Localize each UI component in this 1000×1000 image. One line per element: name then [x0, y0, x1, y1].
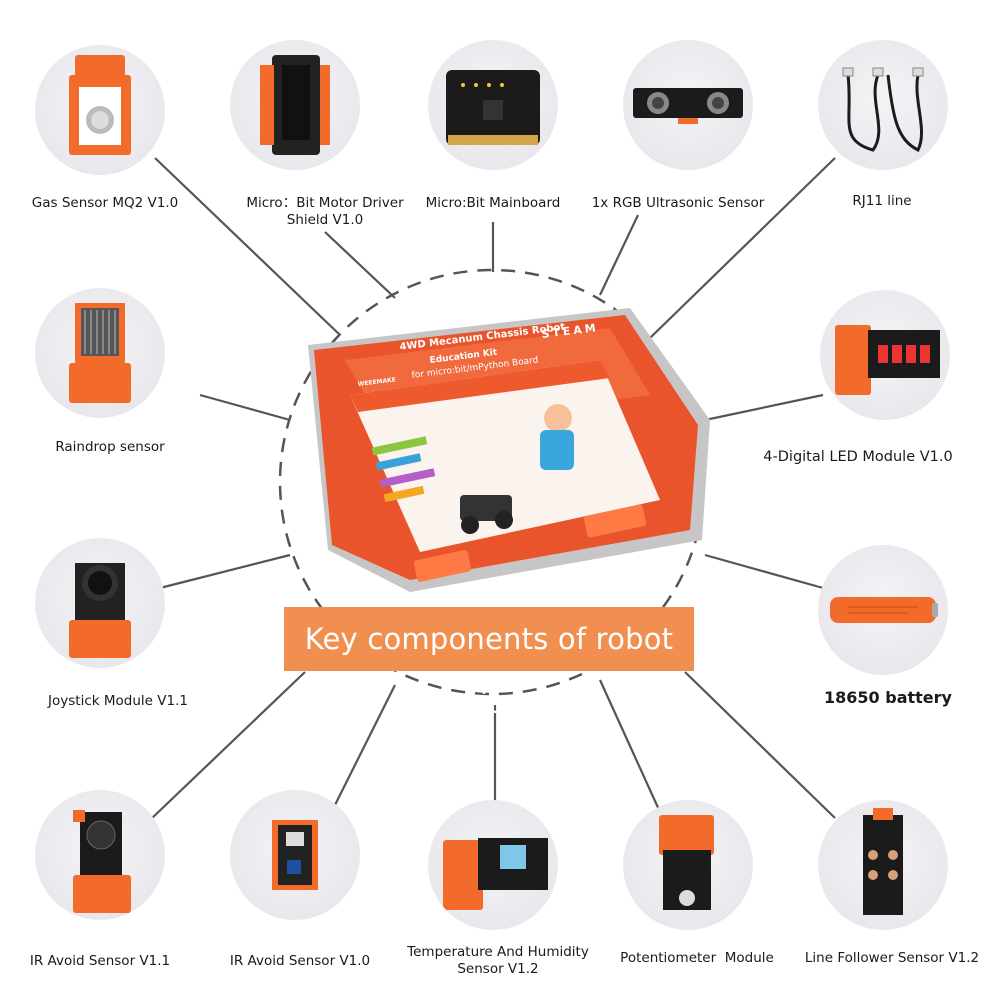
ir-avoid-image [230, 790, 360, 920]
label-line-follower: Line Follower Sensor V1.2 [804, 950, 980, 966]
mainboard-image [428, 40, 558, 170]
touch-sensor-image [35, 790, 165, 920]
kit-box-image: 4WD Mecanum Chassis Robot Education Kit … [308, 308, 710, 592]
label-ir-avoid-v11: IR Avoid Sensor V1.1 [29, 953, 171, 969]
label-rj11: RJ11 line [852, 193, 912, 209]
label-gas-sensor: Gas Sensor MQ2 V1.0 [31, 195, 179, 211]
led-module-image [820, 290, 950, 420]
label-mainboard: Micro:Bit Mainboard [425, 195, 561, 211]
label-potentiometer: Potentiometer Module [620, 950, 774, 966]
line-follower-image [818, 800, 948, 930]
temp-humidity-image [428, 800, 558, 930]
motor-driver-image [230, 40, 360, 170]
joystick-image [35, 538, 165, 668]
potentiometer-image [623, 800, 753, 930]
rj11-image [818, 40, 948, 170]
gas-sensor-image [35, 45, 165, 175]
ultrasonic-image [623, 40, 753, 170]
label-led-module: 4-Digital LED Module V1.0 [763, 449, 953, 465]
label-joystick: Joystick Module V1.1 [48, 693, 188, 709]
key-components-banner: Key components of robot kits [284, 607, 694, 720]
label-battery: 18650 battery [824, 688, 952, 707]
label-ultrasonic: 1x RGB Ultrasonic Sensor [591, 195, 765, 211]
raindrop-image [35, 288, 165, 418]
label-ir-avoid-v10: IR Avoid Sensor V1.0 [229, 953, 371, 969]
box-brand-text: WEEEMAKE [357, 376, 396, 388]
label-raindrop: Raindrop sensor [55, 439, 165, 455]
battery-image [818, 545, 948, 675]
